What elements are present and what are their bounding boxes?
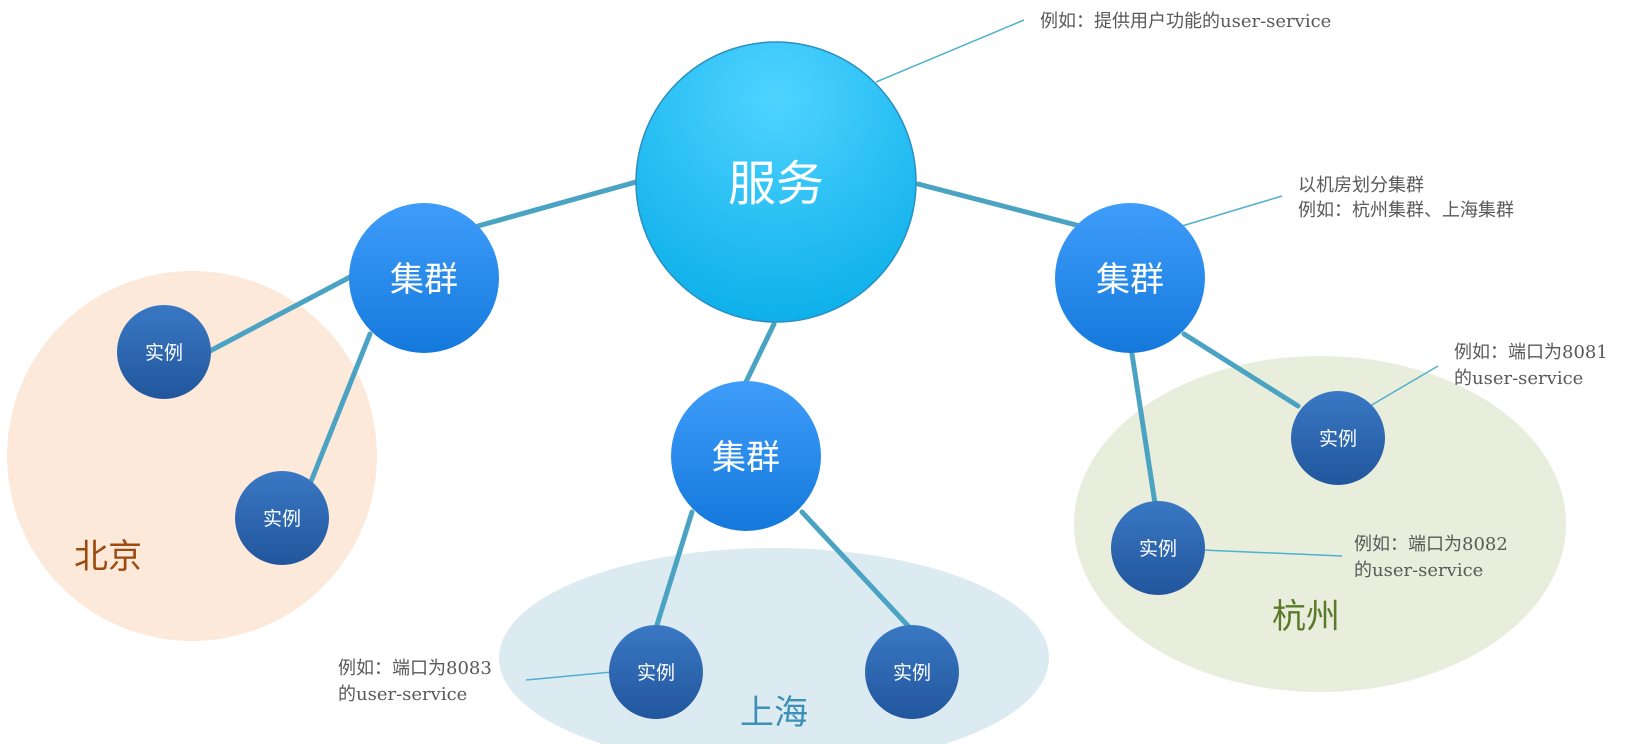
connector-service-cluster-shanghai — [743, 321, 777, 385]
annotation-cluster: 以机房划分集群 例如：杭州集群、上海集群 — [1298, 175, 1514, 221]
annotation-instance-8083: 例如：端口为8083 的user-service — [338, 658, 492, 705]
instance-circle — [1111, 501, 1205, 595]
service-circle — [635, 41, 917, 323]
connector-cluster-hangzhou-instance-2 — [1129, 351, 1159, 513]
cluster-label: 集群 — [1096, 260, 1164, 300]
instance-circle — [865, 625, 959, 719]
instance-node-hangzhou-1: 实例 — [1291, 391, 1385, 485]
annotation-instance-8081: 例如：端口为8081 的user-service — [1454, 342, 1608, 389]
instance-label: 实例 — [893, 662, 931, 684]
cluster-label: 集群 — [712, 438, 780, 478]
annotation-service: 例如：提供用户功能的user-service — [1040, 11, 1331, 32]
annotation-line-instance-8082 — [1201, 549, 1343, 557]
annotation-instance-8083-line1: 例如：端口为8083 — [338, 658, 492, 679]
connector-cluster-hangzhou-instance-1 — [1181, 331, 1301, 409]
cluster-node-shanghai: 集群 — [671, 381, 821, 531]
instance-circle — [117, 305, 211, 399]
connector-service-cluster-hangzhou — [915, 181, 1083, 229]
annotation-instance-8082-line2: 的user-service — [1354, 560, 1483, 581]
instance-node-beijing-1: 实例 — [117, 305, 211, 399]
region-shanghai: 上海 — [499, 548, 1049, 744]
instance-circle — [235, 471, 329, 565]
annotation-cluster-line1: 以机房划分集群 — [1298, 175, 1424, 196]
region-beijing-label: 北京 — [74, 537, 142, 577]
cluster-circle — [671, 381, 821, 531]
cluster-label: 集群 — [390, 260, 458, 300]
region-shanghai-label: 上海 — [740, 693, 808, 733]
instance-label: 实例 — [1139, 538, 1177, 560]
instance-circle — [609, 625, 703, 719]
cluster-circle — [349, 203, 499, 353]
instance-label: 实例 — [263, 508, 301, 530]
instance-label: 实例 — [145, 342, 183, 364]
service-label: 服务 — [728, 156, 824, 212]
connectors — [205, 179, 1301, 631]
instance-node-shanghai-1: 实例 — [609, 625, 703, 719]
instance-circle — [1291, 391, 1385, 485]
annotation-line-cluster — [1181, 195, 1283, 227]
annotation-lines — [525, 19, 1439, 681]
cluster-node-hangzhou: 集群 — [1055, 203, 1205, 353]
connector-cluster-beijing-instance-1 — [205, 273, 355, 355]
connector-cluster-beijing-instance-2 — [307, 331, 373, 487]
region-hangzhou: 杭州 — [1074, 356, 1566, 692]
instance-label: 实例 — [637, 662, 675, 684]
annotation-instance-8082: 例如：端口为8082 的user-service — [1354, 534, 1508, 581]
cluster-node-beijing: 集群 — [349, 203, 499, 353]
annotation-cluster-line2: 例如：杭州集群、上海集群 — [1298, 200, 1514, 221]
annotation-instance-8082-line1: 例如：端口为8082 — [1354, 534, 1508, 555]
instance-node-shanghai-2: 实例 — [865, 625, 959, 719]
annotation-instance-8081-line2: 的user-service — [1454, 368, 1583, 389]
instance-node-beijing-2: 实例 — [235, 471, 329, 565]
region-hangzhou-area — [1074, 356, 1566, 692]
annotation-instance-8083-line2: 的user-service — [338, 684, 467, 705]
instance-node-hangzhou-2: 实例 — [1111, 501, 1205, 595]
cluster-circle — [1055, 203, 1205, 353]
connector-cluster-shanghai-instance-1 — [653, 509, 695, 631]
annotation-line-service — [875, 19, 1025, 83]
instance-label: 实例 — [1319, 428, 1357, 450]
connector-service-cluster-beijing — [475, 179, 639, 229]
connector-cluster-shanghai-instance-2 — [799, 509, 913, 631]
annotation-line-instance-8081 — [1369, 365, 1439, 407]
service-node: 服务 — [635, 41, 917, 323]
annotation-line-instance-8083 — [525, 671, 613, 681]
annotation-instance-8081-line1: 例如：端口为8081 — [1454, 342, 1608, 363]
annotation-service-line1: 例如：提供用户功能的user-service — [1040, 11, 1331, 32]
region-hangzhou-label: 杭州 — [1272, 597, 1340, 637]
